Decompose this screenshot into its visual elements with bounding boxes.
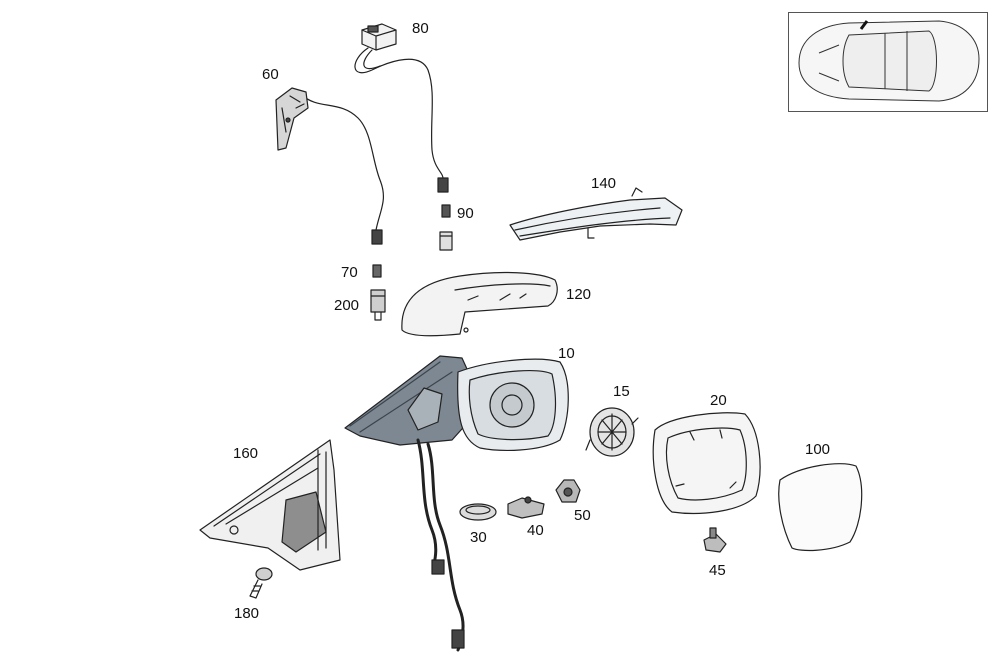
part-70-connector[interactable] <box>372 264 382 278</box>
label-140: 140 <box>591 175 617 192</box>
part-45-clip[interactable] <box>703 527 727 553</box>
part-180-screw[interactable] <box>249 567 273 599</box>
part-200-connector[interactable] <box>370 289 386 321</box>
label-120: 120 <box>566 286 592 303</box>
label-30: 30 <box>470 529 487 546</box>
vehicle-overview <box>788 12 988 112</box>
label-20: 20 <box>710 392 727 409</box>
part-160-base[interactable] <box>199 439 341 571</box>
label-180: 180 <box>234 605 260 622</box>
part-50-actuator[interactable] <box>555 479 581 503</box>
label-60: 60 <box>262 66 279 83</box>
part-100-glass[interactable] <box>778 463 863 552</box>
part-90-connector[interactable] <box>439 204 453 251</box>
label-50: 50 <box>574 507 591 524</box>
label-90: 90 <box>457 205 474 222</box>
part-140-turn-signal[interactable] <box>509 187 683 241</box>
part-80-harness[interactable] <box>301 23 449 245</box>
label-100: 100 <box>805 441 831 458</box>
part-10-housing[interactable] <box>344 355 569 451</box>
part-60-bracket[interactable] <box>275 87 309 151</box>
label-160: 160 <box>233 445 259 462</box>
part-20-frame[interactable] <box>652 412 761 515</box>
part-10-wiring[interactable] <box>416 438 465 652</box>
part-120-cover[interactable] <box>401 271 558 337</box>
car-top-view-icon <box>798 20 980 102</box>
label-10: 10 <box>558 345 575 362</box>
label-40: 40 <box>527 522 544 539</box>
label-15: 15 <box>613 383 630 400</box>
label-200: 200 <box>334 297 360 314</box>
part-15-motor[interactable] <box>585 407 639 457</box>
label-80: 80 <box>412 20 429 37</box>
label-70: 70 <box>341 264 358 281</box>
label-45: 45 <box>709 562 726 579</box>
part-40-actuator[interactable] <box>507 496 545 519</box>
part-30-seal[interactable] <box>459 503 497 521</box>
